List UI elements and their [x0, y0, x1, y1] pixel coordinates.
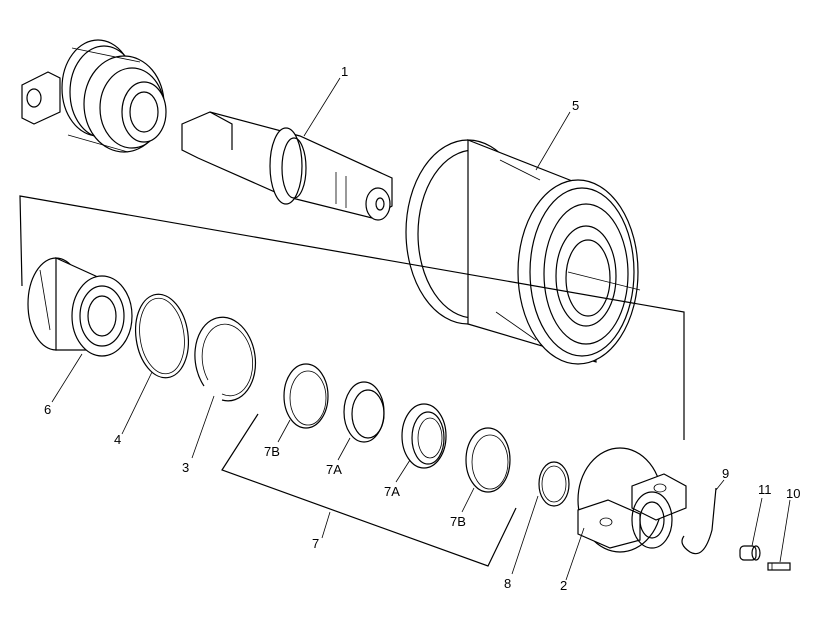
ring-part-4	[134, 293, 190, 379]
callout-5: 5	[572, 98, 579, 113]
callout-3: 3	[182, 460, 189, 475]
roller-shell-part-5	[405, 139, 639, 365]
pin-part-10	[767, 562, 791, 571]
snap-ring-part-3	[194, 316, 257, 402]
callout-labels: 1 5 6 4 3 7B 7A 7A 7B 7 8 2 9 11 10	[44, 64, 800, 593]
callout-7b-right: 7B	[450, 514, 466, 529]
seal-part-7a-right	[401, 403, 447, 469]
callout-2: 2	[560, 578, 567, 593]
plug-part-11	[739, 545, 761, 561]
clip-part-9	[681, 487, 717, 555]
kit-7-bracket	[221, 413, 517, 567]
callout-9: 9	[722, 466, 729, 481]
callout-6: 6	[44, 402, 51, 417]
collar-part-6	[27, 257, 133, 357]
end-collar-part-2	[577, 447, 687, 553]
seal-part-7b-left	[283, 363, 329, 429]
seal-part-7b-right	[465, 427, 511, 493]
callout-10: 10	[786, 486, 800, 501]
callout-4: 4	[114, 432, 121, 447]
callout-7a-left: 7A	[326, 462, 342, 477]
shaft-part-1	[181, 111, 393, 221]
callout-1: 1	[341, 64, 348, 79]
callout-8: 8	[504, 576, 511, 591]
kit-bracket	[19, 195, 685, 440]
callout-7: 7	[312, 536, 319, 551]
callout-11: 11	[758, 482, 772, 497]
callout-7b-left: 7B	[264, 444, 280, 459]
o-ring-part-8	[538, 461, 570, 507]
collar-top-left	[21, 39, 167, 153]
leader-lines	[51, 77, 791, 581]
seal-part-7a-left	[343, 381, 385, 443]
callout-7a-right: 7A	[384, 484, 400, 499]
